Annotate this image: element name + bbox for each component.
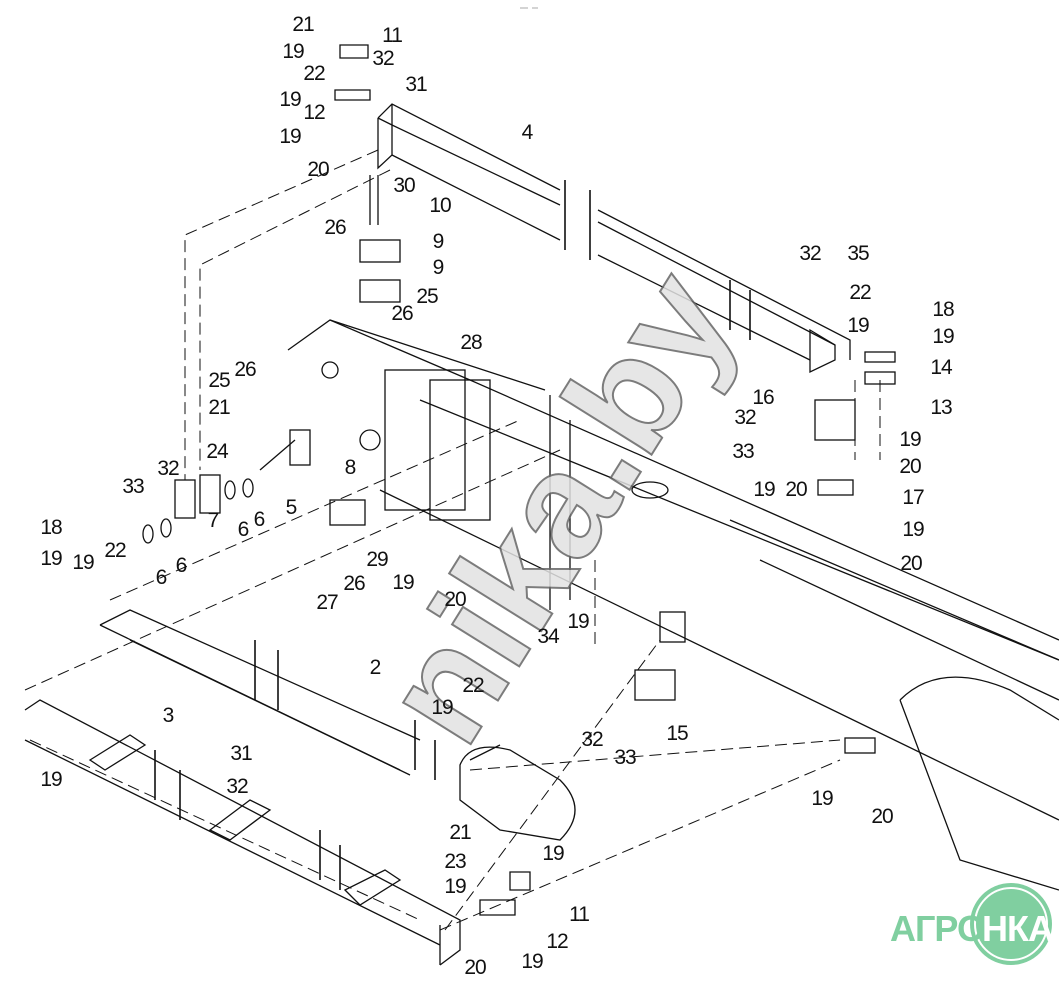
break-marks: [154, 180, 751, 890]
callout-label-32: 32: [734, 406, 756, 429]
callout-label-19: 19: [932, 325, 954, 348]
callout-label-11: 11: [382, 24, 403, 47]
callout-label-19: 19: [847, 314, 869, 337]
callout-label-35: 35: [847, 242, 869, 265]
callout-label-18: 18: [932, 298, 954, 321]
callout-label-6: 6: [175, 554, 188, 577]
callout-label-22: 22: [303, 62, 325, 85]
callout-label-19: 19: [542, 842, 564, 865]
callout-label-26: 26: [324, 216, 346, 239]
callout-label-33: 33: [732, 440, 754, 463]
callout-label-25: 25: [416, 285, 438, 308]
callout-label-13: 13: [930, 396, 952, 419]
callout-label-32: 32: [226, 775, 248, 798]
callout-label-15: 15: [666, 722, 688, 745]
callout-label-19: 19: [282, 40, 304, 63]
callout-label-25: 25: [208, 369, 230, 392]
callout-label-19: 19: [899, 428, 921, 451]
callout-label-22: 22: [849, 281, 871, 304]
callout-label-6: 6: [253, 508, 266, 531]
callout-label-19: 19: [811, 787, 833, 810]
callout-label-33: 33: [614, 746, 636, 769]
callout-label-14: 14: [930, 356, 952, 379]
callout-label-11: 11: [569, 903, 590, 926]
callout-label-32: 32: [157, 457, 179, 480]
callout-label-17: 17: [902, 486, 924, 509]
callout-label-19: 19: [40, 768, 62, 791]
callout-label-22: 22: [462, 674, 484, 697]
callout-label-32: 32: [372, 47, 394, 70]
callout-label-26: 26: [391, 302, 413, 325]
callout-label-10: 10: [429, 194, 451, 217]
callout-label-8: 8: [344, 456, 357, 479]
callout-label-20: 20: [464, 956, 486, 979]
callout-label-2: 2: [369, 656, 382, 679]
callout-label-9: 9: [432, 256, 445, 279]
callout-label-5: 5: [285, 496, 298, 519]
callout-label-4: 4: [521, 121, 534, 144]
callout-label-32: 32: [799, 242, 821, 265]
callout-label-19: 19: [444, 875, 466, 898]
callout-label-28: 28: [460, 331, 482, 354]
callout-label-29: 29: [366, 548, 388, 571]
callout-label-20: 20: [785, 478, 807, 501]
callout-label-18: 18: [40, 516, 62, 539]
logo-text: АГРО: [890, 908, 985, 949]
callout-label-26: 26: [343, 572, 365, 595]
callout-label-21: 21: [292, 13, 314, 36]
callout-label-3: 3: [162, 704, 175, 727]
callout-label-20: 20: [900, 552, 922, 575]
callout-label-19: 19: [431, 696, 453, 719]
callout-label-27: 27: [316, 591, 338, 614]
agronika-logo: НКА АГРО: [890, 880, 1054, 980]
assembly-guide-lines: [24, 149, 881, 931]
callout-label-19: 19: [72, 551, 94, 574]
callout-label-6: 6: [155, 566, 168, 589]
callout-label-19: 19: [567, 610, 589, 633]
callout-label-20: 20: [307, 158, 329, 181]
callout-label-20: 20: [899, 455, 921, 478]
callout-label-19: 19: [279, 125, 301, 148]
callout-label-19: 19: [753, 478, 775, 501]
callout-label-20: 20: [444, 588, 466, 611]
callout-label-26: 26: [234, 358, 256, 381]
callout-label-12: 12: [546, 930, 568, 953]
callout-label-19: 19: [521, 950, 543, 973]
fasteners-and-brackets: [88, 44, 896, 916]
callout-label-19: 19: [279, 88, 301, 111]
callout-label-22: 22: [104, 539, 126, 562]
callout-label-19: 19: [40, 547, 62, 570]
callout-label-21: 21: [449, 821, 471, 844]
callout-label-31: 31: [230, 742, 252, 765]
callout-label-16: 16: [752, 386, 774, 409]
callout-label-30: 30: [393, 174, 415, 197]
callout-label-19: 19: [392, 571, 414, 594]
callout-label-20: 20: [871, 805, 893, 828]
callout-label-6: 6: [237, 518, 250, 541]
logo-circle: НКА: [970, 883, 1054, 965]
callout-label-33: 33: [122, 475, 144, 498]
callout-label-32: 32: [581, 728, 603, 751]
callout-label-23: 23: [444, 850, 466, 873]
callout-label-31: 31: [405, 73, 427, 96]
main-boom: [287, 319, 1059, 891]
beam-4: [377, 103, 851, 374]
callout-label-21: 21: [208, 396, 230, 419]
callout-label-7: 7: [207, 509, 220, 532]
logo-circle-text: НКА: [982, 908, 1054, 949]
callout-label-24: 24: [206, 440, 228, 463]
callout-label-9: 9: [432, 230, 445, 253]
callout-label-19: 19: [902, 518, 924, 541]
beam-2: [24, 609, 576, 966]
callout-label-12: 12: [303, 101, 325, 124]
callout-label-34: 34: [537, 625, 559, 648]
